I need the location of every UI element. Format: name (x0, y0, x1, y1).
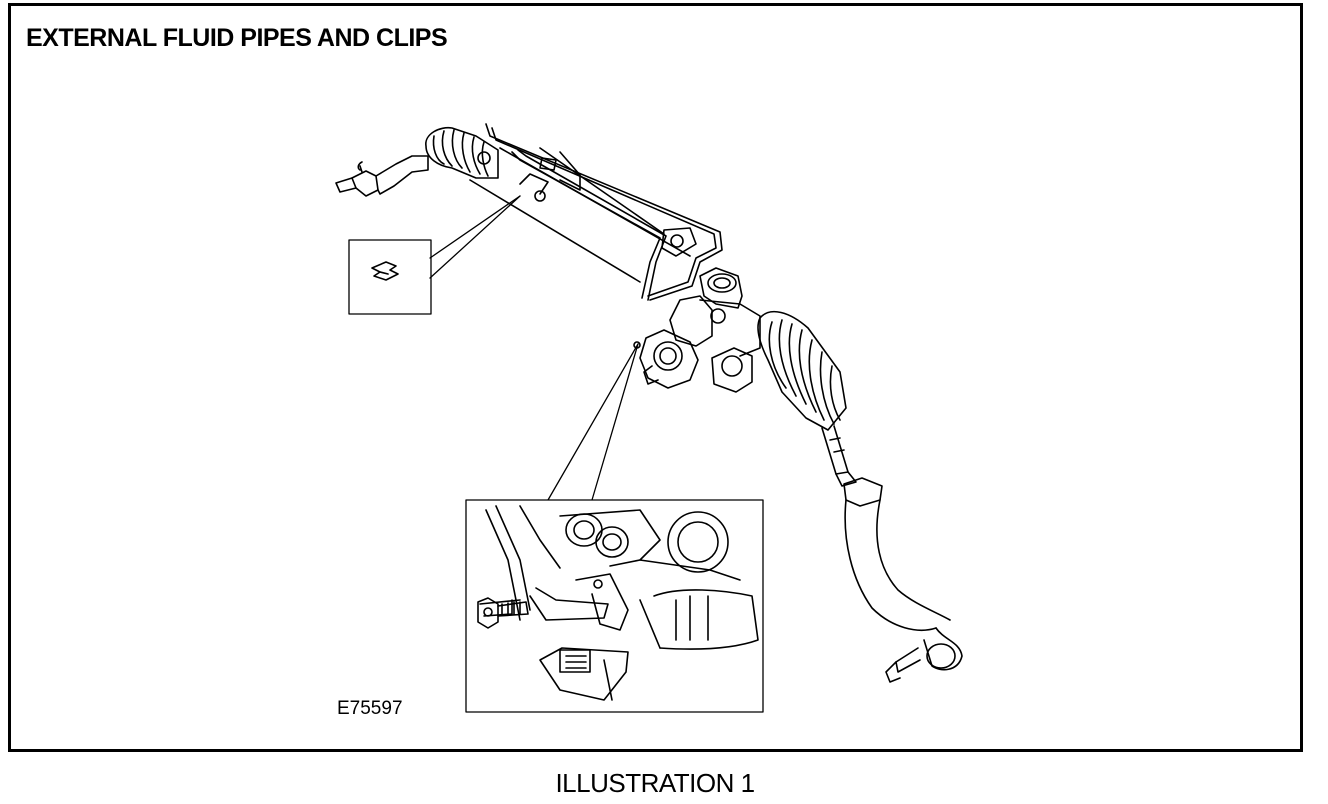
clip-detail-inset (348, 195, 521, 315)
valve-housing (633, 267, 761, 393)
right-bellows-boot (757, 310, 847, 431)
illustration-caption: ILLUSTRATION 1 (555, 768, 755, 798)
left-bellows-boot (425, 126, 499, 179)
fluid-pipes (485, 123, 723, 301)
left-tie-rod-end (335, 155, 429, 197)
right-tie-rod-end (821, 425, 963, 683)
pipe-mounting-block (661, 227, 697, 257)
figure-reference: E75597 (337, 698, 403, 719)
rack-tube (469, 147, 691, 283)
page-title: EXTERNAL FLUID PIPES AND CLIPS (26, 24, 448, 52)
bolt-detail-inset (465, 343, 764, 713)
